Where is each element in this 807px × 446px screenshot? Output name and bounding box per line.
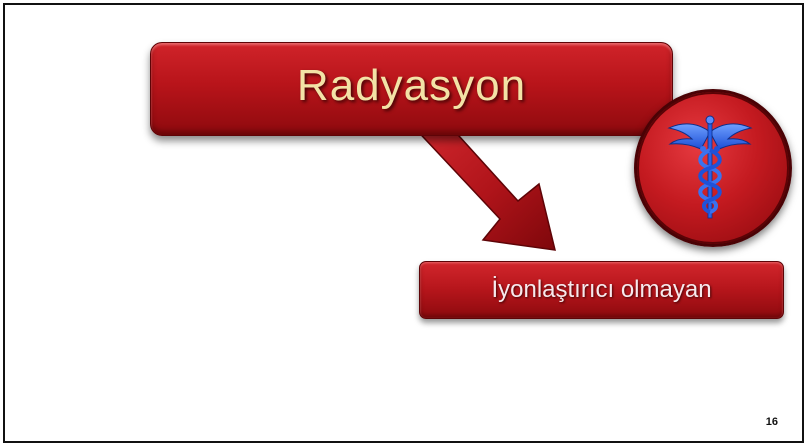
caduceus-icon — [667, 115, 753, 219]
page-number: 16 — [765, 416, 778, 428]
title: Radyasyon — [296, 61, 527, 110]
non-ionizing-label: İyonlaştırıcı olmayan — [491, 276, 712, 303]
medical-emblem — [634, 89, 792, 247]
non-ionizing-box: İyonlaştırıcı olmayan — [419, 261, 784, 319]
slide: Radyasyon İyonlaştırıcı olmayan 16 — [3, 3, 804, 443]
title-box: Radyasyon — [150, 42, 673, 136]
